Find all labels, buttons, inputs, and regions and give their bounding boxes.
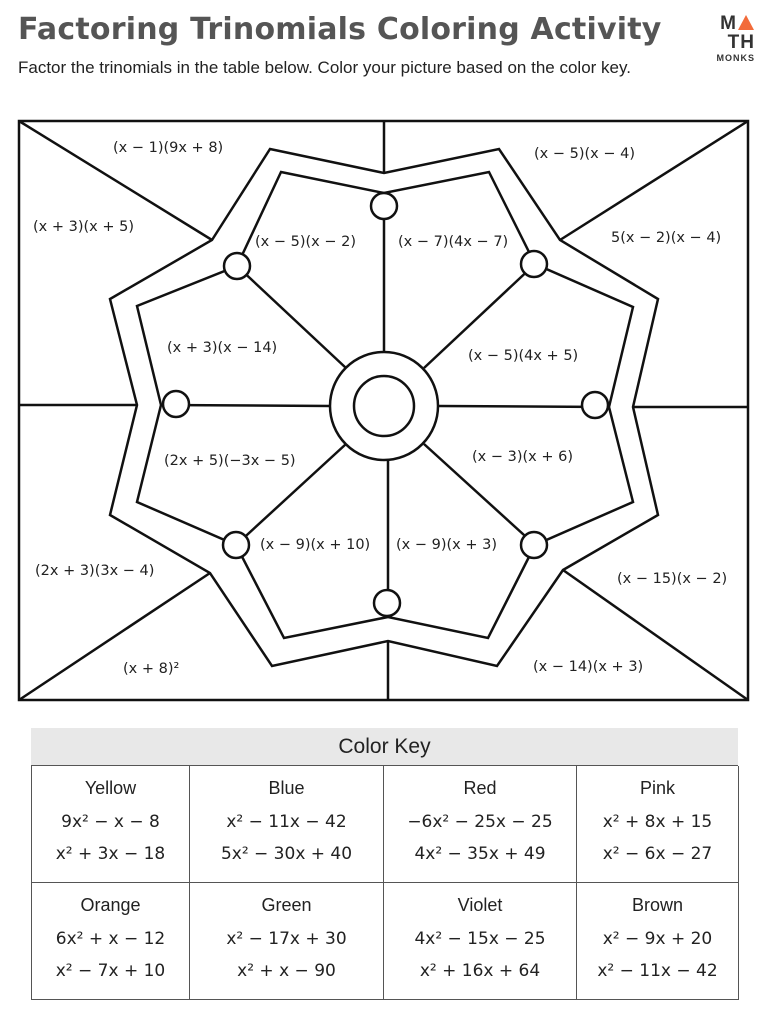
key-expression: 4x² − 35x + 49: [414, 844, 546, 864]
key-cell-pink: Pink x² + 8x + 15 x² − 6x − 27: [577, 766, 739, 883]
key-color-name: Violet: [457, 895, 503, 915]
joint-circle: [222, 251, 252, 281]
joint-circle: [161, 389, 191, 419]
key-expression: x² − 9x + 20: [602, 929, 713, 949]
color-key-title: Color Key: [31, 728, 738, 765]
joint-circle: [372, 588, 402, 618]
key-expression: x² − 7x + 10: [55, 961, 166, 981]
key-expression: x² + x − 90: [237, 961, 336, 981]
joint-circle: [519, 249, 549, 279]
region-label: (x − 9)(x + 3): [396, 537, 497, 553]
triangle-icon: [738, 15, 754, 30]
region-label: (x + 8)²: [123, 661, 179, 677]
key-cell-red: Red −6x² − 25x − 25 4x² − 35x + 49: [384, 766, 577, 883]
diagonal-bottom-left: [18, 571, 211, 702]
joint-circle: [221, 530, 251, 560]
key-cell-violet: Violet 4x² − 15x − 25 x² + 16x + 64: [384, 883, 577, 1000]
key-expression: 5x² − 30x + 40: [220, 844, 353, 864]
instructions: Factor the trinomials in the table below…: [18, 58, 631, 77]
region-label: (2x + 5)(−3x − 5): [164, 453, 296, 469]
key-expression: x² + 8x + 15: [602, 812, 713, 832]
diagonal-top-right: [559, 119, 749, 242]
key-cell-blue: Blue x² − 11x − 42 5x² − 30x + 40: [190, 766, 384, 883]
region-label: (x + 3)(x + 5): [33, 219, 134, 235]
spoke: [236, 265, 347, 369]
key-color-name: Green: [261, 895, 312, 915]
key-color-name: Yellow: [84, 778, 137, 798]
region-label: (x − 5)(4x + 5): [468, 348, 578, 364]
diagonal-top-left: [18, 119, 213, 242]
region-label: (x + 3)(x − 14): [167, 340, 277, 356]
key-color-name: Pink: [639, 778, 675, 798]
spoke: [423, 443, 536, 546]
page-title: Factoring Trinomials Coloring Activity: [18, 12, 662, 47]
region-label: (x − 15)(x − 2): [617, 571, 727, 587]
color-key-grid: Yellow 9x² − x − 8 x² + 3x − 18 Blue x² …: [31, 765, 739, 1000]
region-label: 5(x − 2)(x − 4): [611, 230, 721, 246]
region-label: (x − 3)(x + 6): [472, 449, 573, 465]
region-label: (x − 5)(x − 2): [255, 234, 356, 250]
key-expression: x² − 17x + 30: [226, 929, 347, 949]
key-cell-brown: Brown x² − 9x + 20 x² − 11x − 42: [577, 883, 739, 1000]
joint-circle: [369, 191, 399, 221]
coloring-picture: (x − 1)(9x + 8) (x + 3)(x + 5) (x − 5)(x…: [17, 119, 750, 702]
diagonal-bottom-right: [562, 568, 749, 702]
key-cell-green: Green x² − 17x + 30 x² + x − 90: [190, 883, 384, 1000]
key-expression: 4x² − 15x − 25: [414, 929, 546, 949]
region-label: (x − 5)(x − 4): [534, 146, 635, 162]
key-expression: x² − 11x − 42: [597, 961, 718, 981]
region-label: (x − 7)(4x − 7): [398, 234, 508, 250]
center-inner-ring: [352, 374, 416, 438]
key-expression: x² + 16x + 64: [419, 961, 541, 981]
spoke: [235, 443, 347, 546]
spoke: [438, 404, 610, 409]
logo-wordmark: MTH: [720, 13, 755, 53]
key-color-name: Blue: [268, 778, 305, 798]
key-expression: 9x² − x − 8: [61, 812, 160, 832]
key-cell-yellow: Yellow 9x² − x − 8 x² + 3x − 18: [32, 766, 190, 883]
logo-subtitle: MONKS: [716, 53, 755, 63]
spoke: [423, 263, 536, 369]
key-color-name: Red: [463, 778, 497, 798]
color-key-table: Color Key Yellow 9x² − x − 8 x² + 3x − 1…: [31, 728, 739, 1000]
key-expression: 6x² + x − 12: [55, 929, 166, 949]
region-label: (2x + 3)(3x − 4): [35, 563, 154, 579]
region-label: (x − 9)(x + 10): [260, 537, 370, 553]
region-label: (x − 14)(x + 3): [533, 659, 643, 675]
key-color-name: Orange: [80, 895, 141, 915]
region-label: (x − 1)(9x + 8): [113, 140, 223, 156]
key-cell-orange: Orange 6x² + x − 12 x² − 7x + 10: [32, 883, 190, 1000]
math-monks-logo: MTH MONKS: [695, 14, 755, 63]
key-expression: −6x² − 25x − 25: [407, 812, 553, 832]
inner-star-outline: [135, 170, 635, 640]
key-expression: x² + 3x − 18: [55, 844, 166, 864]
key-expression: x² − 6x − 27: [602, 844, 713, 864]
joint-circle: [580, 390, 610, 420]
joint-circle: [519, 530, 549, 560]
outer-star-outline: [108, 147, 660, 668]
key-expression: x² − 11x − 42: [226, 812, 347, 832]
key-color-name: Brown: [631, 895, 684, 915]
